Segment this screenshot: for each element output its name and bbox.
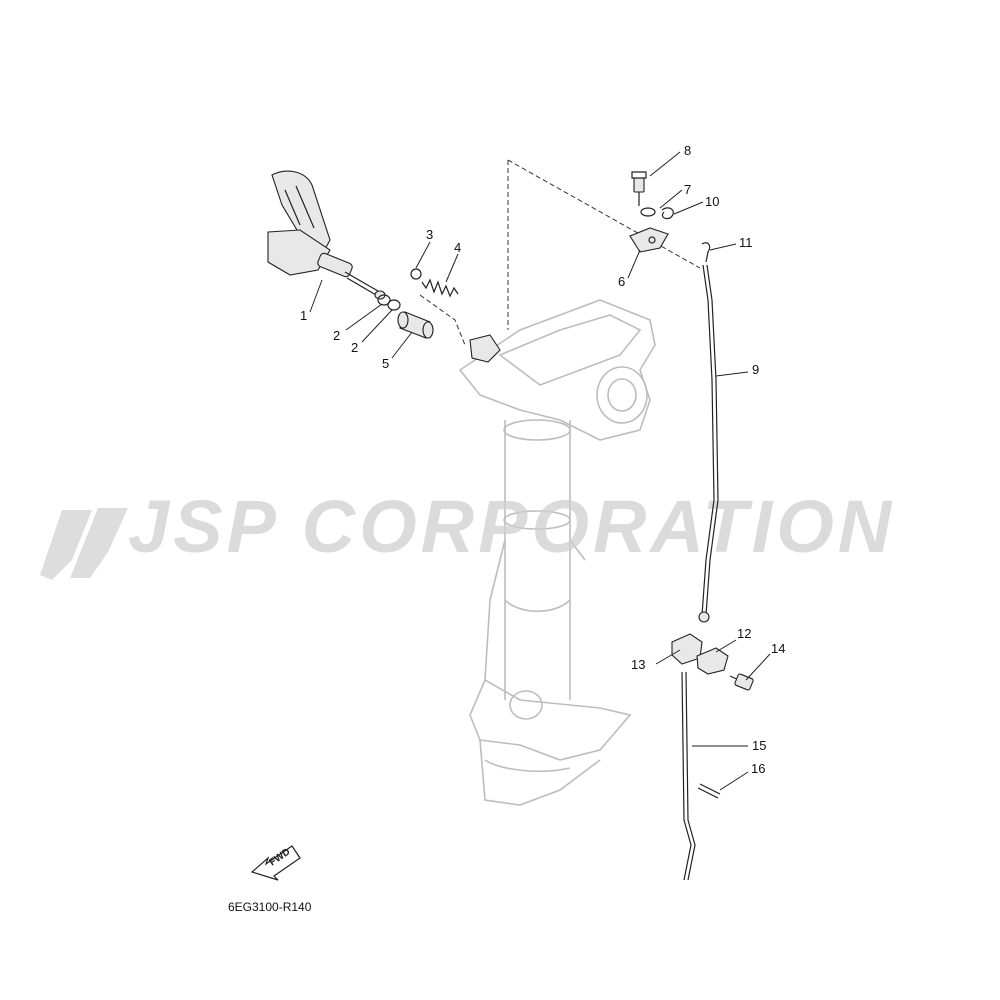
label-part-6: 6 — [618, 274, 625, 289]
diagram-code: 6EG3100-R140 — [228, 900, 312, 914]
label-part-13: 13 — [631, 657, 645, 672]
engine-housing-outline — [458, 299, 656, 806]
washer-1 — [377, 294, 391, 306]
label-part-16: 16 — [751, 761, 765, 776]
shift-rod — [685, 671, 696, 881]
detent-ball — [410, 268, 422, 280]
label-part-11: 11 — [739, 235, 753, 250]
label-part-15: 15 — [752, 738, 766, 753]
throttle-collar — [397, 311, 434, 339]
label-part-12: 12 — [737, 626, 751, 641]
label-part-2a: 2 — [333, 328, 340, 343]
watermark-logo-icon — [40, 508, 128, 580]
shift-rod-pin — [699, 783, 721, 795]
label-part-1: 1 — [300, 308, 307, 323]
throttle-rod — [705, 264, 719, 616]
label-part-9: 9 — [752, 362, 759, 377]
label-part-3: 3 — [426, 227, 433, 242]
label-part-2b: 2 — [351, 340, 358, 355]
spring — [421, 278, 459, 298]
rod-clamp-assembly — [671, 633, 754, 691]
label-part-4: 4 — [454, 240, 461, 255]
reference-line-handle — [419, 294, 466, 346]
cable-bracket-assembly — [629, 171, 674, 253]
label-part-10: 10 — [705, 194, 719, 209]
washer-2 — [387, 299, 401, 311]
watermark: JSP CORPORATION — [40, 485, 895, 580]
label-part-7: 7 — [684, 182, 691, 197]
label-part-8: 8 — [684, 143, 691, 158]
reference-line — [507, 159, 701, 330]
fwd-arrow-icon: FWD — [250, 845, 301, 881]
label-part-14: 14 — [771, 641, 785, 656]
part-labels: 1 2 2 3 4 5 6 7 8 9 10 11 12 13 14 15 16 — [300, 143, 785, 776]
watermark-text: JSP CORPORATION — [128, 485, 895, 568]
friction-block — [469, 334, 501, 363]
cable-pin — [701, 242, 711, 263]
tiller-handle — [267, 170, 386, 300]
label-part-5: 5 — [382, 356, 389, 371]
leader-lines — [309, 151, 771, 791]
